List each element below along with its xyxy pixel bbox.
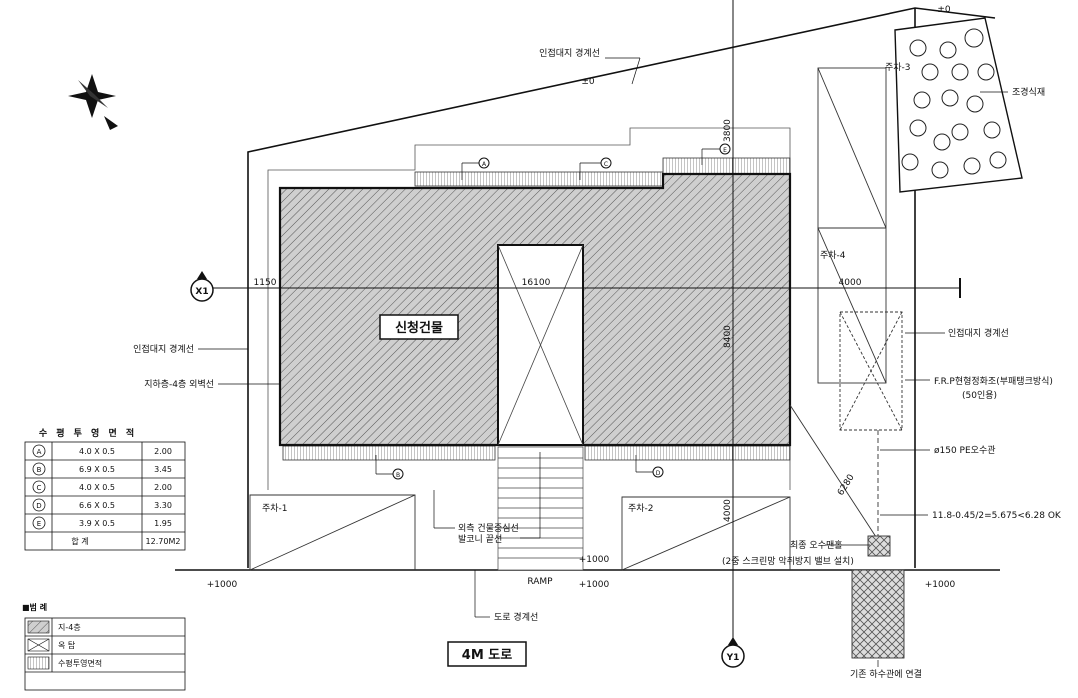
axis-y1-label: Y1 xyxy=(726,653,740,663)
frp-tank-label-1: F.R.P현형정화조(부패탱크방식) xyxy=(934,376,1053,387)
ramp-label: RAMP xyxy=(527,577,553,587)
parking-3-label: 주차-3 xyxy=(885,61,911,73)
rooftop-core xyxy=(497,244,584,446)
marker-c-label: C xyxy=(604,161,608,168)
marker-b: B xyxy=(375,455,404,480)
neighbor-boundary-left-label: 인접대지 경계선 xyxy=(133,343,194,355)
area-total-value: 12.70M2 xyxy=(146,537,181,546)
road-label: 4M 도로 xyxy=(462,648,512,663)
legend-item-2: 옥 탑 xyxy=(58,641,76,650)
parking-4-label: 주차-4 xyxy=(820,249,846,261)
wall-center-label: 외측 건물중심선 xyxy=(458,522,519,534)
marker-b-label: B xyxy=(396,472,400,479)
marker-a-label: A xyxy=(482,161,487,168)
area-table-title: 수 평 투 영 면 적 xyxy=(39,427,137,439)
setback-line xyxy=(267,127,791,490)
road-boundary-label: 도로 경계선 xyxy=(494,611,538,623)
parking-4-area xyxy=(817,227,887,384)
elevation-label-2: +1000 xyxy=(579,555,610,565)
grid-axes xyxy=(210,0,961,645)
dim-16100: 16100 xyxy=(522,278,551,288)
parking-2-label: 주차-2 xyxy=(628,502,654,514)
basement-wall-label: 지하층-4층 외벽선 xyxy=(144,378,214,390)
area-row-e-id: E xyxy=(37,520,41,528)
pe-pipe-label: ø150 PE오수관 xyxy=(934,445,996,456)
area-row-d-formula: 6.6 X 0.5 xyxy=(79,501,115,510)
legend-item-3: 수평투영면적 xyxy=(58,658,102,668)
parking-3-area xyxy=(817,67,887,229)
marker-e: E xyxy=(701,143,731,165)
dim-1150: 1150 xyxy=(254,278,277,288)
area-total-label: 합 계 xyxy=(71,536,88,546)
marker-a: A xyxy=(461,157,490,180)
elev-top-label: ±0 xyxy=(937,5,951,15)
area-row-c-formula: 4.0 X 0.5 xyxy=(79,483,115,492)
marker-c: C xyxy=(579,157,612,180)
parking-1-label: 주차-1 xyxy=(262,502,288,514)
elevation-label-1: +1000 xyxy=(207,580,238,590)
parking-2-area xyxy=(621,496,791,571)
marker-e-label: E xyxy=(723,147,727,154)
existing-sewer-label: 기존 하수관에 연결 xyxy=(850,669,922,680)
parking-1-area xyxy=(249,494,416,571)
area-row-a-id: A xyxy=(37,448,42,456)
new-building-tag: 신청건물 xyxy=(379,314,459,340)
final-manhole-label-1: 최종 오수맨홀 xyxy=(790,539,843,551)
elevation-label-3: +1000 xyxy=(579,580,610,590)
dim-4000-vertical: 4000 xyxy=(723,499,733,522)
axis-x1-label: X1 xyxy=(195,287,208,297)
new-building-label: 신청건물 xyxy=(395,320,443,336)
dim-8400: 8400 xyxy=(723,325,733,348)
legend-title: ■범 례 xyxy=(22,602,47,612)
septic-tank xyxy=(839,311,903,431)
marker-d-label: D xyxy=(656,470,661,477)
final-manhole-label-2: (2중 스크린망 악취방지 밸브 설치) xyxy=(722,555,854,567)
landscape-area xyxy=(894,17,1023,193)
sewer-pipe xyxy=(789,404,905,659)
road-tag: 4M 도로 xyxy=(447,641,527,667)
dim-3800: 3800 xyxy=(723,119,733,142)
north-arrow-icon xyxy=(68,74,118,130)
neighbor-boundary-top-label: 인접대지 경계선 xyxy=(539,47,600,59)
legend: ■범 례 지-4층 옥 탑 수평투영면적 xyxy=(22,602,186,691)
area-row-b-formula: 6.9 X 0.5 xyxy=(79,465,115,474)
leader-lines xyxy=(198,57,1008,667)
area-row-a-area: 2.00 xyxy=(154,447,172,456)
area-row-b-id: B xyxy=(37,466,42,474)
elevation-label-4: +1000 xyxy=(925,580,956,590)
axis-marker-y1: Y1 xyxy=(721,637,745,668)
area-row-d-id: D xyxy=(36,502,41,510)
area-row-c-area: 2.00 xyxy=(154,483,172,492)
landscape-label: 조경식재 xyxy=(1012,86,1045,98)
neighbor-boundary-right-label: 인접대지 경계선 xyxy=(948,327,1009,339)
area-row-d-area: 3.30 xyxy=(154,501,172,510)
entrance-stairs xyxy=(497,446,584,571)
area-row-e-formula: 3.9 X 0.5 xyxy=(79,519,115,528)
frp-tank-label-2: (50인용) xyxy=(962,390,997,401)
dim-6280: 6280 xyxy=(836,473,857,498)
calc-label: 11.8-0.45/2=5.675<6.28 OK xyxy=(932,511,1062,521)
dim-4000-horizontal: 4000 xyxy=(839,278,862,288)
area-row-e-area: 1.95 xyxy=(154,519,172,528)
area-row-b-area: 3.45 xyxy=(154,465,172,474)
area-table: 수 평 투 영 면 적 A 4.0 X 0.5 2.00 B 6.9 X 0.5… xyxy=(24,427,186,551)
area-row-c-id: C xyxy=(37,484,42,492)
legend-item-1: 지-4층 xyxy=(58,623,81,632)
elev-left-label: ±0 xyxy=(581,77,595,87)
marker-d: D xyxy=(635,455,664,478)
area-row-a-formula: 4.0 X 0.5 xyxy=(79,447,115,456)
balcony-label: 발코니 끝선 xyxy=(458,534,502,545)
axis-marker-x1: X1 xyxy=(190,271,214,302)
